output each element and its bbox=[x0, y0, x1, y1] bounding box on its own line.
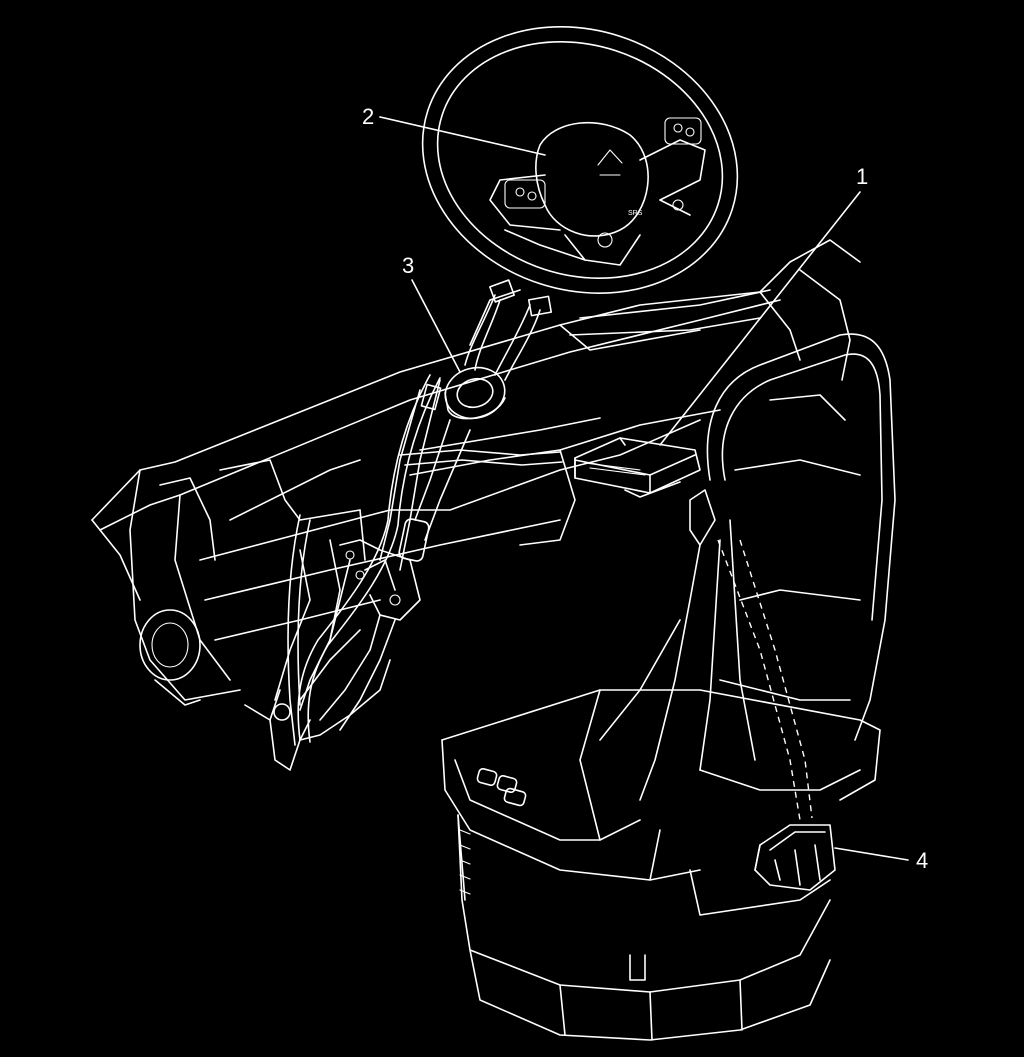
callout-3: 3 bbox=[402, 253, 414, 278]
callout-2: 2 bbox=[362, 104, 374, 129]
wire-harness bbox=[287, 279, 563, 746]
srs-badge: SRS bbox=[628, 210, 643, 217]
seat-belt-buckle-pretensioner bbox=[754, 824, 836, 891]
steering-column bbox=[244, 379, 471, 771]
callout-leaders bbox=[379, 116, 909, 861]
srs-control-module bbox=[574, 437, 701, 498]
leader-line-3 bbox=[411, 279, 461, 373]
clock-spring bbox=[444, 366, 506, 420]
callout-4: 4 bbox=[916, 848, 928, 873]
leader-line-1 bbox=[659, 191, 861, 446]
driver-seat bbox=[441, 333, 896, 1041]
dashboard bbox=[91, 239, 861, 706]
callout-1: 1 bbox=[856, 164, 868, 189]
leader-line-4 bbox=[834, 847, 909, 861]
leader-line-2 bbox=[379, 116, 546, 156]
steering-wheel: SRS bbox=[421, 26, 739, 294]
